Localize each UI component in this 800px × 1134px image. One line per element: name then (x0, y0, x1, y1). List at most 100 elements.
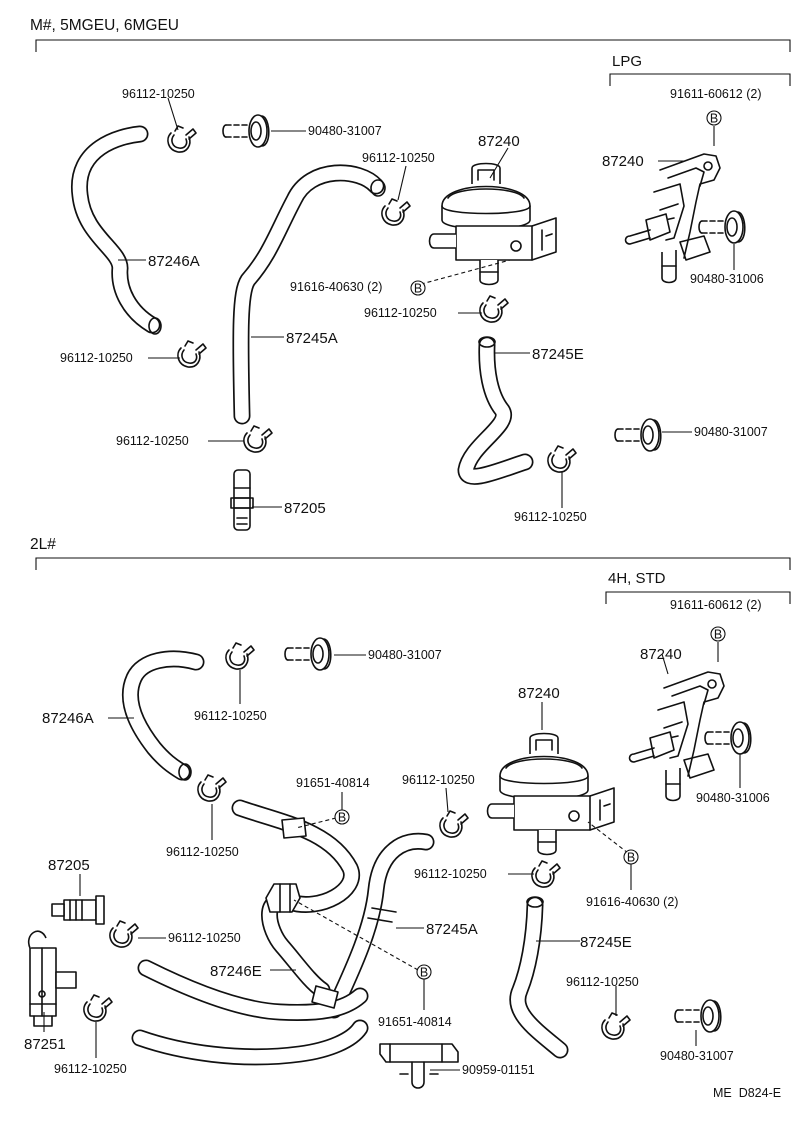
sub-bracket-lpg (609, 73, 791, 86)
part-label: 96112-10250 (402, 773, 475, 787)
part-label: 96112-10250 (116, 434, 189, 448)
hose-clamp-icon (439, 810, 469, 838)
hose-87245e-top (457, 336, 534, 485)
part-label: 87251 (24, 1036, 66, 1053)
std-valve-bracket-icon (628, 671, 725, 802)
hose-clamp-icon (225, 642, 255, 670)
hose-clamp-icon (109, 920, 139, 948)
hose-87245a-bottom (325, 832, 435, 1019)
hose-clamp-icon (479, 295, 509, 323)
part-label: 87245A (286, 330, 338, 347)
sub-bracket-4h-std (605, 591, 791, 604)
part-label: 87205 (284, 500, 326, 517)
air-control-valve-icon (486, 732, 615, 856)
part-label: 90480-31006 (696, 791, 770, 805)
part-label: 87240 (640, 646, 682, 663)
grommet-icon (222, 114, 270, 148)
grommet-icon (704, 721, 752, 755)
grommet-icon (698, 210, 746, 244)
hose-87245a-top (232, 164, 386, 425)
part-label: 96112-10250 (122, 87, 195, 101)
bolt-dash-line (293, 899, 419, 971)
hose-87246a-top (71, 125, 162, 335)
grommet-icon (614, 418, 662, 452)
part-label: 87246A (148, 253, 200, 270)
strap-bracket-icon (379, 1043, 459, 1089)
part-label: 87246E (210, 963, 262, 980)
part-label: 96112-10250 (514, 510, 587, 524)
part-label: 87240 (602, 153, 644, 170)
part-label: 91651-40814 (296, 776, 370, 790)
part-label: 91616-40630 (2) (290, 280, 382, 294)
hose-clamp-icon (531, 860, 561, 888)
check-valve-icon (230, 469, 254, 531)
hose-clamp-icon (197, 774, 227, 802)
hose-87246e-bottom (231, 799, 360, 999)
part-label: 90959-01151 (462, 1063, 535, 1077)
part-label: 90480-31007 (308, 124, 382, 138)
section-header-bottom: 2L# (30, 536, 56, 553)
leader-lines-bottom (43, 653, 741, 1071)
hose-clamp-icon (83, 994, 113, 1022)
bolt-marker-icon (706, 110, 722, 126)
drawing-code: ME D824-E (713, 1086, 781, 1100)
part-label: 87245E (532, 346, 584, 363)
part-label: 96112-10250 (60, 351, 133, 365)
part-label: 96112-10250 (364, 306, 437, 320)
section-header-top: M#, 5MGEU, 6MGEU (30, 17, 179, 34)
part-label: 87245E (580, 934, 632, 951)
grommet-icon (674, 999, 722, 1033)
part-label: 87246A (42, 710, 94, 727)
bolt-marker-icon (410, 280, 426, 296)
bolt-marker-letter: B (710, 112, 718, 126)
hose-87245e-bottom (509, 896, 569, 1059)
part-label: 87240 (518, 685, 560, 702)
part-label: 90480-31006 (690, 272, 764, 286)
part-label: 87245A (426, 921, 478, 938)
tee-joint-icon (27, 930, 77, 1027)
hose-clamp-icon (547, 445, 577, 473)
hose-bracket-clip (265, 817, 307, 913)
hose-87246a-bottom (122, 650, 205, 781)
part-label: 87240 (478, 133, 520, 150)
part-label: 90480-31007 (368, 648, 442, 662)
bolt-dash-line (587, 821, 629, 854)
check-valve-icon (51, 895, 105, 925)
part-label: 90480-31007 (694, 425, 768, 439)
bolt-marker-icon (710, 626, 726, 642)
hose-clamp-icon (167, 125, 197, 153)
pipe-fitting (311, 985, 339, 1009)
hose-clamp-icon (381, 198, 411, 226)
sub-header-4h-std: 4H, STD (608, 570, 666, 587)
part-label: 91611-60612 (2) (670, 87, 762, 101)
bolt-marker-letter: B (627, 851, 635, 865)
part-label: 96112-10250 (54, 1062, 127, 1076)
section-bracket-top (35, 39, 791, 52)
hose-clamp-icon (243, 425, 273, 453)
part-label: 91616-40630 (2) (586, 895, 678, 909)
part-label: 90480-31007 (660, 1049, 734, 1063)
grommet-icon (284, 637, 332, 671)
part-label: 91651-40814 (378, 1015, 452, 1029)
bolt-marker-letter: B (714, 628, 722, 642)
hose-lower-return (131, 959, 369, 1066)
hose-clamp-icon (601, 1012, 631, 1040)
air-control-valve-icon (428, 162, 557, 286)
part-label: 96112-10250 (566, 975, 639, 989)
lpg-valve-bracket-icon (624, 153, 721, 284)
part-label: 96112-10250 (168, 931, 241, 945)
part-label: 96112-10250 (194, 709, 267, 723)
bolt-marker-letter: B (338, 811, 346, 825)
part-label: 96112-10250 (414, 867, 487, 881)
part-label: 87205 (48, 857, 90, 874)
part-label: 96112-10250 (166, 845, 239, 859)
part-label: 96112-10250 (362, 151, 435, 165)
bolt-dash-line (413, 259, 511, 287)
sub-header-lpg: LPG (612, 53, 642, 70)
leader-lines-top (118, 97, 735, 508)
part-label: 91611-60612 (2) (670, 598, 762, 612)
bolt-marker-letter: B (420, 966, 428, 980)
hose-clamp-icon (177, 340, 207, 368)
section-bracket-bottom (35, 557, 791, 570)
